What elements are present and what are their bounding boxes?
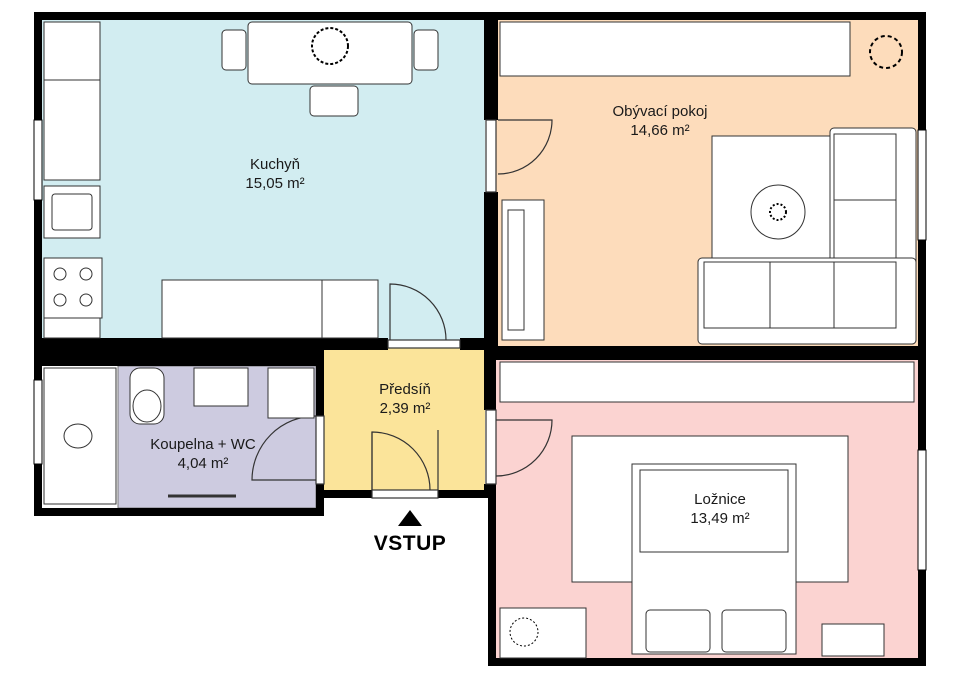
bedroom-area: 13,49 m² [690, 510, 750, 527]
kitchen-name: Kuchyň [249, 156, 301, 173]
entrance-arrow-icon [398, 510, 422, 526]
living-area: 14,66 m² [630, 122, 690, 139]
living-furniture [499, 21, 917, 345]
bathroom-name: Koupelna + WC [150, 436, 256, 453]
bedroom-furniture [499, 361, 915, 659]
hallway-label: Předsíň 2,39 m² [350, 380, 460, 418]
bedroom-name: Ložnice [694, 491, 746, 508]
living-label: Obývací pokoj 14,66 m² [585, 102, 735, 140]
entrance-marker: VSTUP [360, 510, 460, 556]
kitchen-label: Kuchyň 15,05 m² [215, 155, 335, 193]
bathroom-area: 4,04 m² [177, 455, 229, 472]
bedroom-label: Ložnice 13,49 m² [660, 490, 780, 528]
windows [33, 119, 927, 571]
bathroom-furniture [43, 367, 315, 505]
hallway-area: 2,39 m² [379, 400, 431, 417]
living-name: Obývací pokoj [612, 103, 708, 120]
entrance-label: VSTUP [373, 532, 447, 555]
doors [251, 119, 553, 499]
hallway-floor [322, 348, 485, 494]
kitchen-furniture [43, 21, 439, 339]
kitchen-area: 15,05 m² [245, 175, 305, 192]
hallway-name: Předsíň [379, 381, 431, 398]
walls [34, 12, 926, 666]
bathroom-label: Koupelna + WC 4,04 m² [128, 435, 278, 473]
